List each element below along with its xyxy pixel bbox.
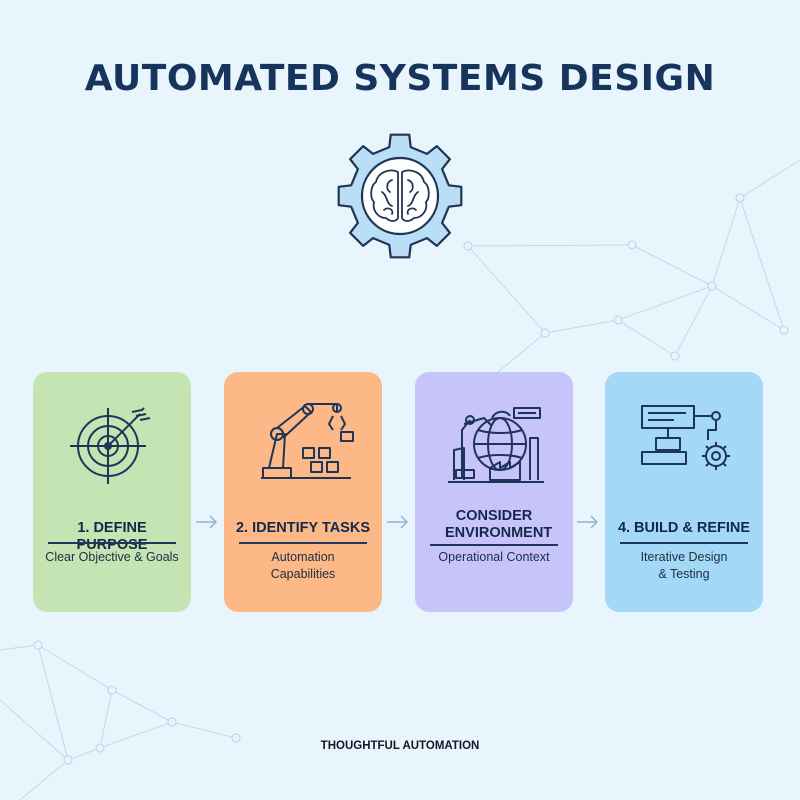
divider: [239, 542, 367, 544]
step-card-build-refine: 4. BUILD & REFINE Iterative Design & Tes…: [605, 372, 763, 612]
robotic-arm-icon: [261, 403, 354, 479]
flowchart-gear-icon: [641, 405, 730, 470]
step-card-define-purpose: 1. DEFINE PURPOSE Clear Objective & Goal…: [33, 372, 191, 612]
step-subtitle: Iterative Design & Testing: [640, 550, 728, 581]
gear-brain-icon: [337, 133, 463, 259]
step-title: 4. BUILD & REFINE: [617, 520, 751, 536]
page-title: AUTOMATED SYSTEMS DESIGN: [84, 58, 716, 99]
arrow-right-icon: [387, 515, 409, 529]
divider: [48, 542, 176, 544]
step-card-consider-environment: CONSIDER ENVIRONMENT Operational Context: [415, 372, 573, 612]
step-subtitle: Automation Capabilities: [270, 550, 336, 581]
step-card-identify-tasks: 2. IDENTIFY TASKS Automation Capabilitie…: [224, 372, 382, 612]
step-subtitle: Clear Objective & Goals: [45, 550, 179, 564]
factory-globe-icon: [448, 407, 544, 483]
step-title: CONSIDER ENVIRONMENT: [445, 508, 553, 541]
target-icon: [70, 407, 151, 484]
divider: [430, 544, 558, 546]
arrow-right-icon: [577, 515, 599, 529]
footer-text: THOUGHTFUL AUTOMATION: [320, 740, 480, 752]
step-title: 1. DEFINE PURPOSE: [76, 520, 148, 553]
divider: [620, 542, 748, 544]
step-subtitle: Operational Context: [438, 550, 550, 564]
arrow-right-icon: [196, 515, 218, 529]
step-title: 2. IDENTIFY TASKS: [235, 520, 370, 536]
